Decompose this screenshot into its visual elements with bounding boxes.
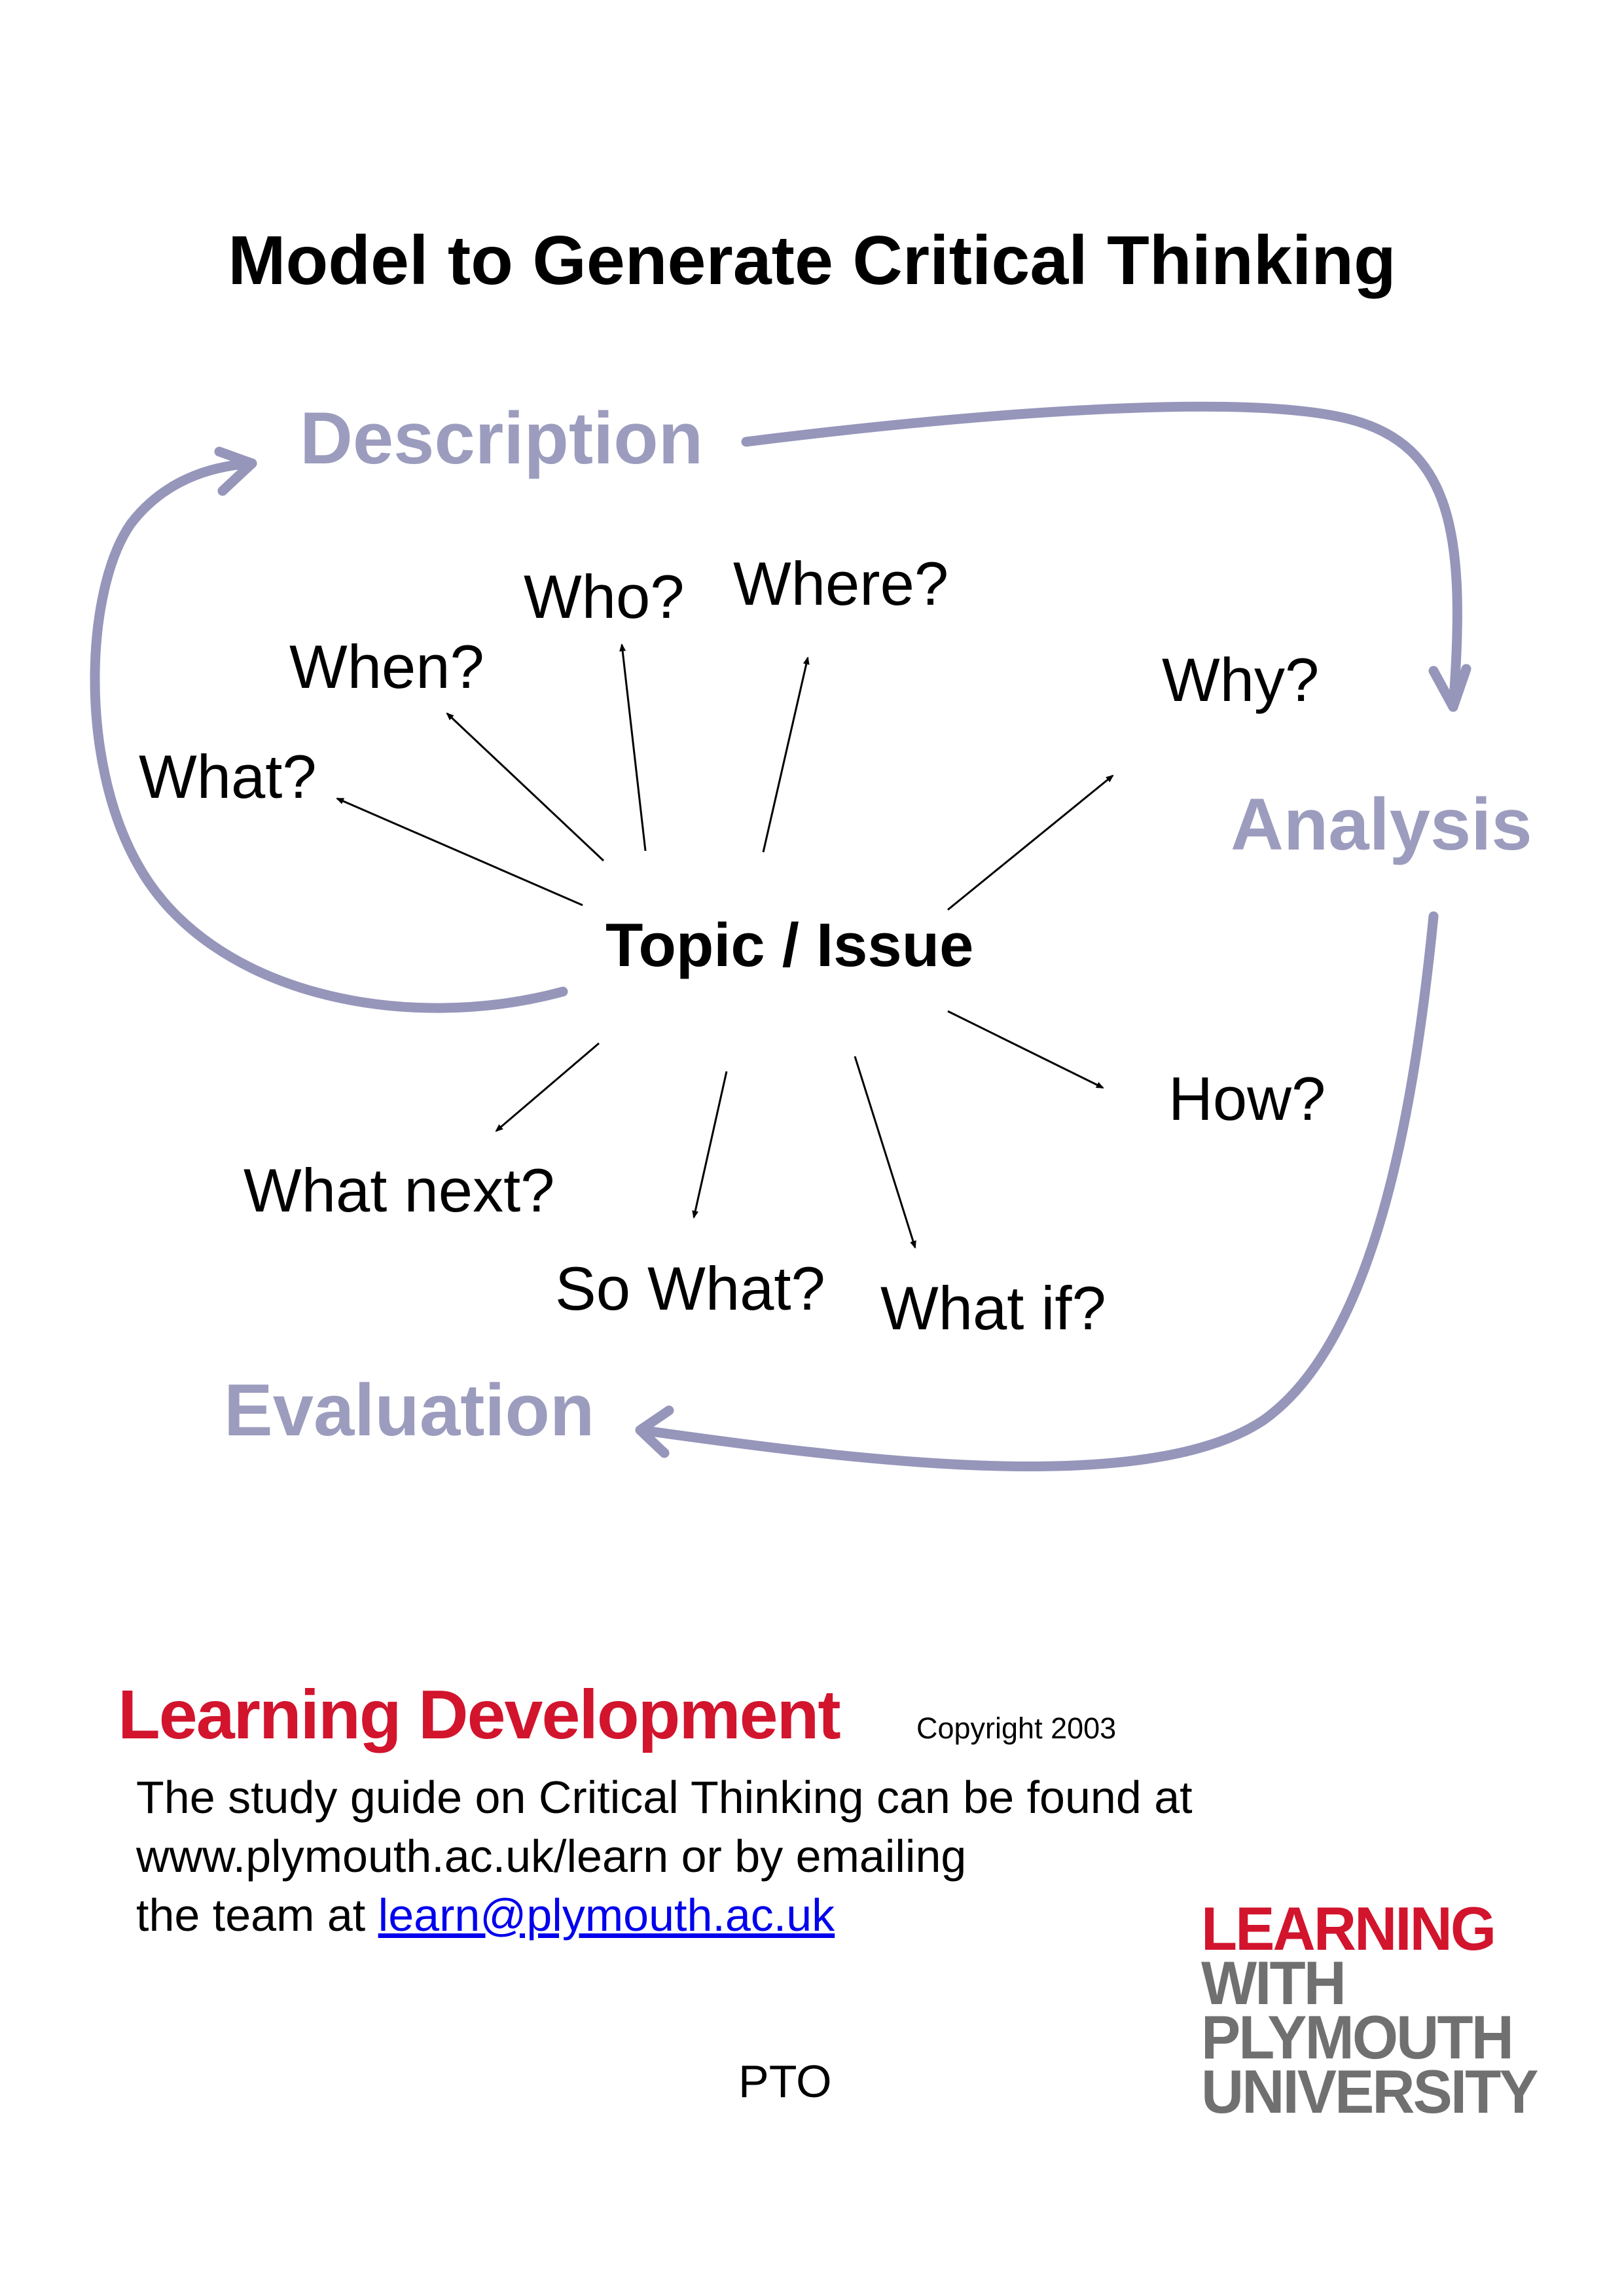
cycle-arrow-to-description bbox=[90, 458, 568, 1013]
page-title: Model to Generate Critical Thinking bbox=[228, 222, 1396, 299]
question-what: What? bbox=[139, 742, 317, 811]
learning-development-logo: Learning Development bbox=[118, 1676, 841, 1753]
question-how: How? bbox=[1168, 1064, 1326, 1133]
question-where: Where? bbox=[733, 549, 949, 618]
study-guide-text-line1: The study guide on Critical Thinking can… bbox=[136, 1772, 1193, 1823]
arrow-to-where bbox=[762, 656, 810, 853]
learning-with-plymouth-university-logo: LEARNING WITH PLYMOUTH UNIVERSITY bbox=[1201, 1894, 1551, 2126]
arrow-to-who bbox=[619, 643, 647, 852]
cycle-arrow-description-to-analysis bbox=[741, 401, 1462, 712]
arrow-to-how bbox=[947, 1010, 1104, 1089]
question-who: Who? bbox=[524, 562, 685, 631]
arrow-to-why bbox=[947, 774, 1114, 911]
cycle-arrow-description-arrowhead bbox=[214, 446, 257, 496]
question-so-what: So What? bbox=[555, 1254, 825, 1323]
cycle-arrow-analysis-arrowhead bbox=[1428, 664, 1471, 712]
email-prefix-text: the team at bbox=[136, 1890, 378, 1941]
email-link[interactable]: learn@plymouth.ac.uk bbox=[378, 1890, 835, 1941]
logo-line-plymouth: PLYMOUTH bbox=[1201, 2003, 1514, 2072]
arrow-to-when bbox=[446, 712, 605, 862]
cycle-arrow-analysis-to-evaluation bbox=[636, 911, 1439, 1471]
question-what-next: What next? bbox=[244, 1156, 555, 1225]
logo-line-university: UNIVERSITY bbox=[1201, 2057, 1539, 2126]
arrow-to-what-if bbox=[854, 1056, 916, 1249]
logo-line-learning: LEARNING bbox=[1201, 1894, 1496, 1963]
logo-line-with: WITH bbox=[1201, 1948, 1346, 2017]
arrow-to-what bbox=[336, 797, 583, 906]
arrow-to-so-what bbox=[692, 1071, 728, 1219]
stage-analysis-label: Analysis bbox=[1231, 783, 1532, 865]
copyright-notice: Copyright 2003 bbox=[916, 1712, 1117, 1745]
study-guide-text-line2: www.plymouth.ac.uk/learn or by emailing bbox=[136, 1831, 967, 1882]
question-when: When? bbox=[289, 632, 484, 701]
cycle-arrow-evaluation-arrowhead bbox=[635, 1405, 674, 1458]
topic-issue-label: Topic / Issue bbox=[605, 910, 974, 979]
study-guide-text-line3: the team at learn@plymouth.ac.uk bbox=[136, 1889, 835, 1941]
arrow-to-what-next bbox=[495, 1042, 600, 1132]
stage-description-label: Description bbox=[300, 397, 704, 479]
question-what-if: What if? bbox=[880, 1274, 1106, 1342]
stage-evaluation-label: Evaluation bbox=[224, 1369, 595, 1451]
question-why: Why? bbox=[1162, 645, 1320, 714]
pto-label: PTO bbox=[738, 2056, 832, 2107]
